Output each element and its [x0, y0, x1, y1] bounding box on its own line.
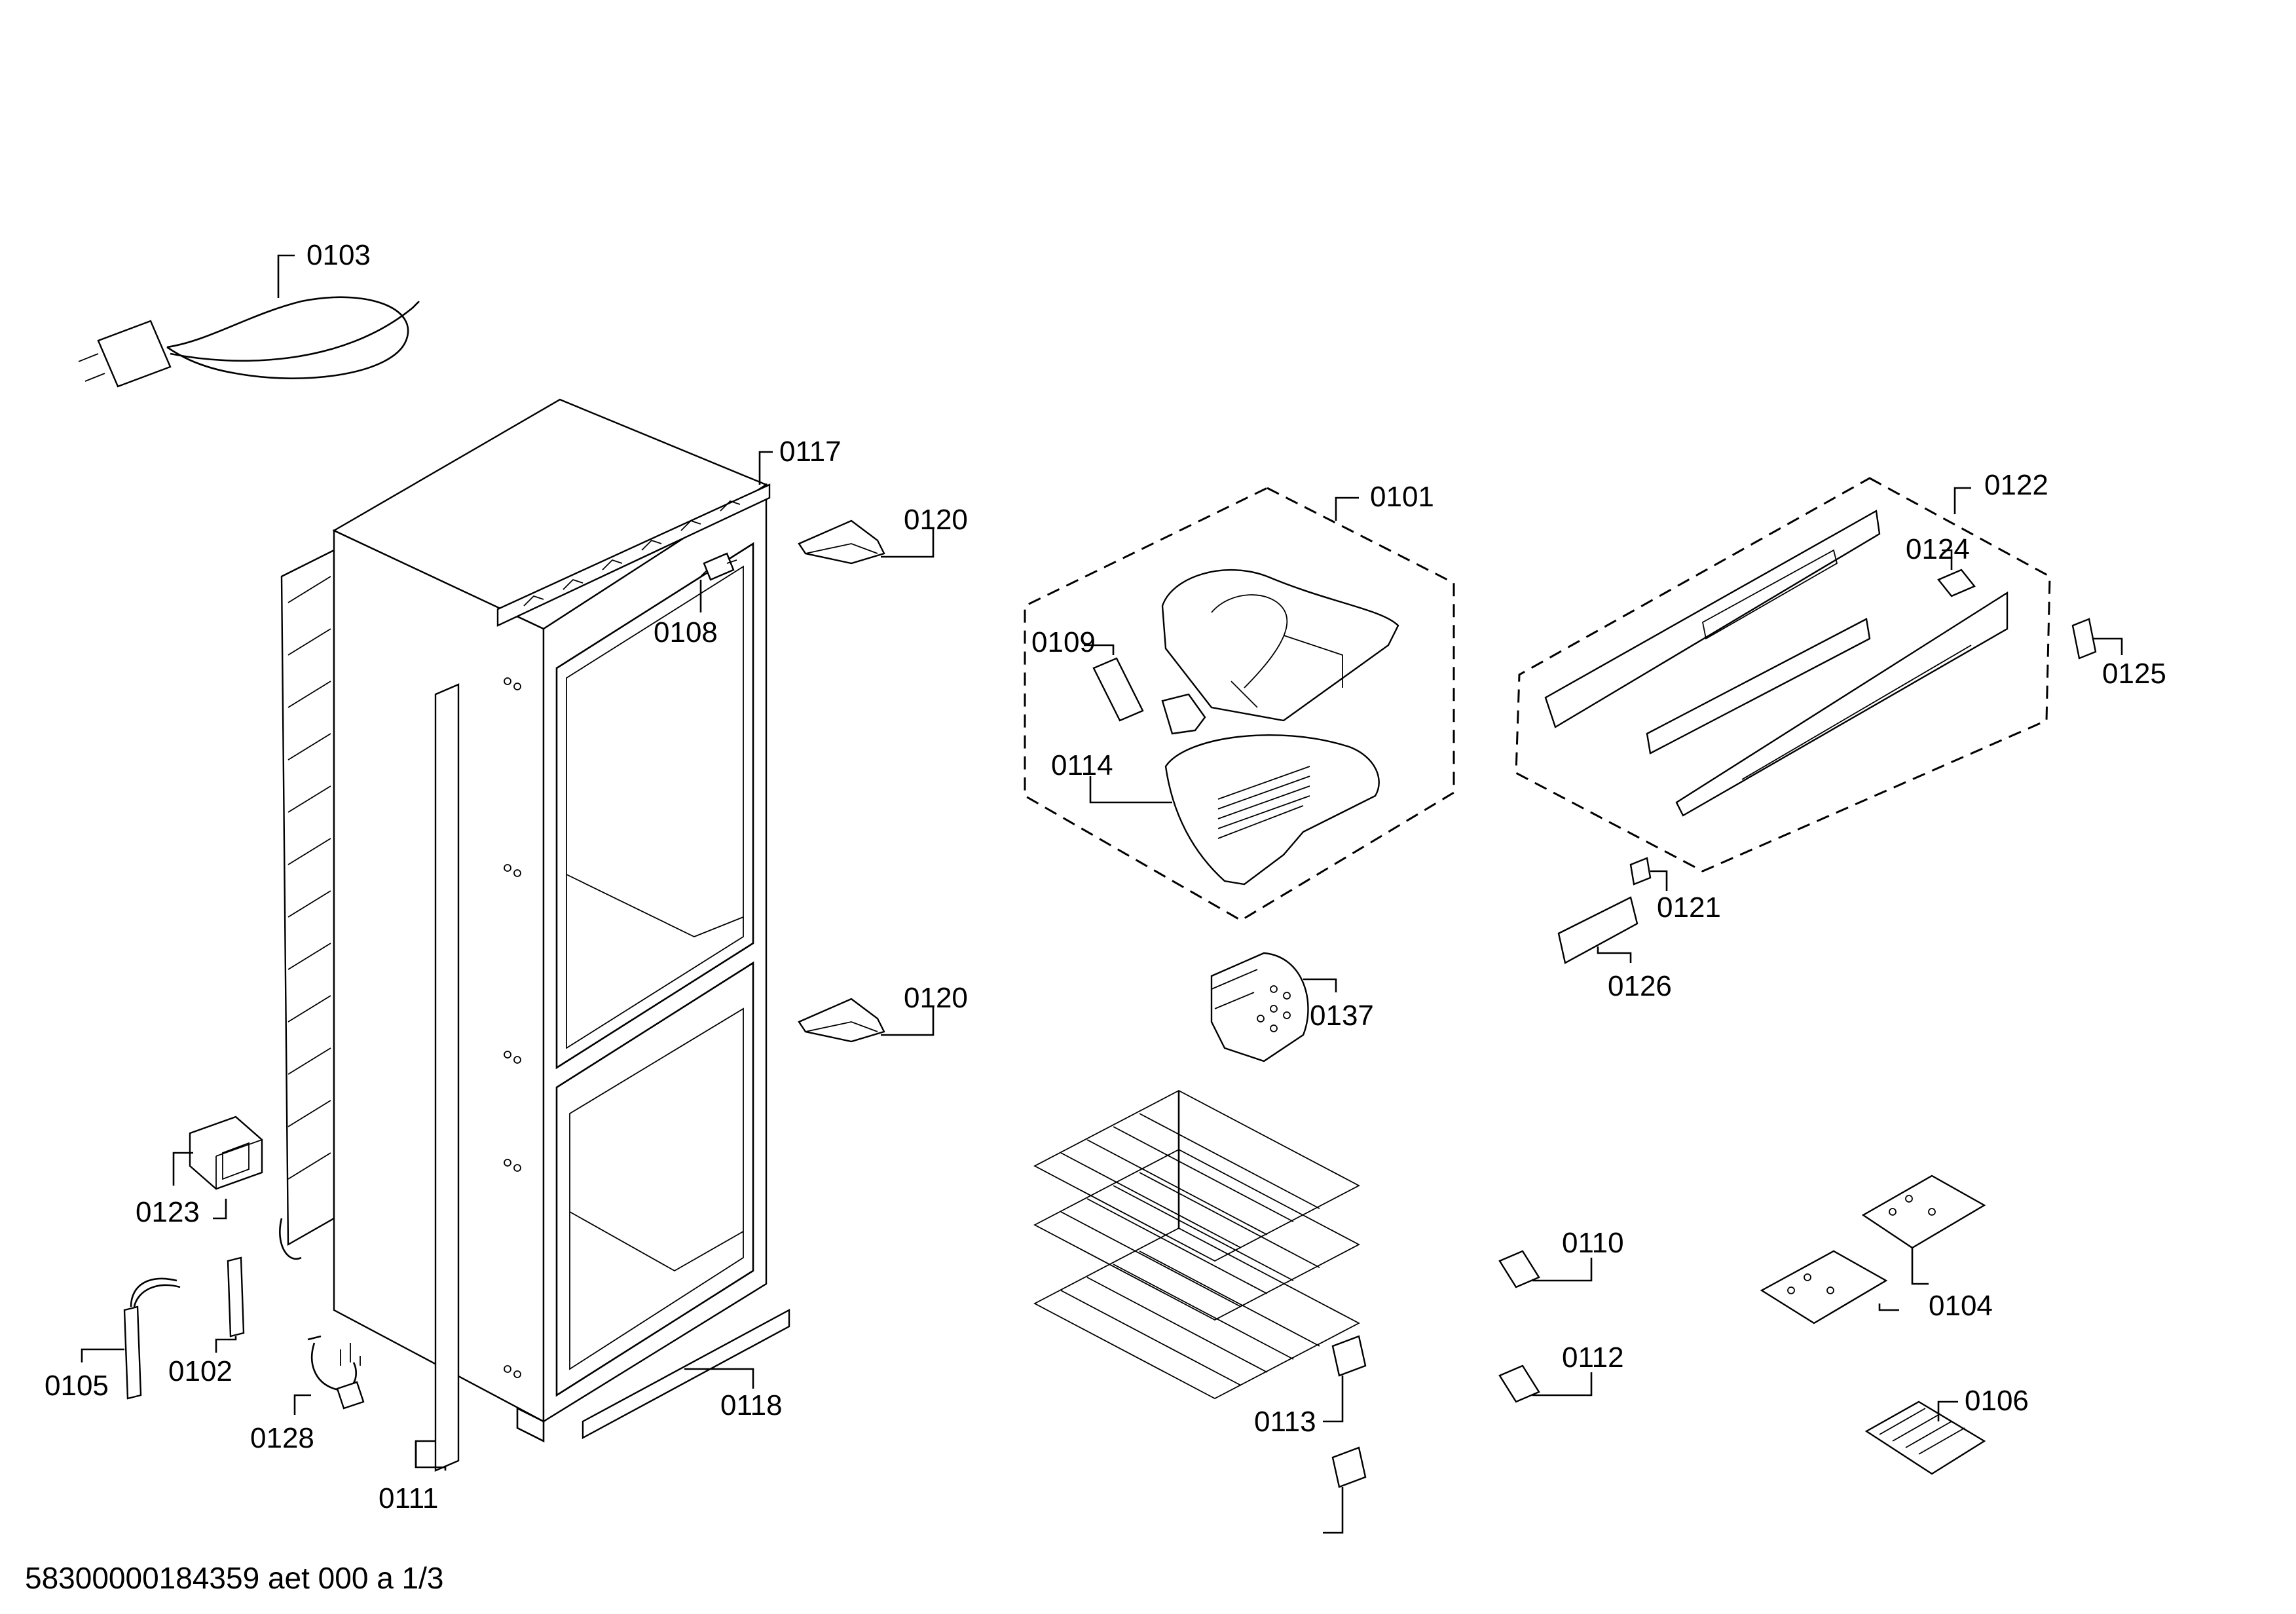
- top-rail-part[interactable]: [496, 483, 771, 627]
- door-hinge-upper-part[interactable]: [798, 519, 885, 565]
- callout-0120-lower: 0120: [904, 982, 968, 1014]
- callout-0124: 0124: [1906, 533, 1970, 565]
- rail-clip-part[interactable]: [2071, 618, 2097, 660]
- callout-0102: 0102: [168, 1355, 232, 1387]
- bottom-strip-part[interactable]: [582, 1308, 790, 1440]
- callout-0114: 0114: [1051, 749, 1113, 781]
- callout-0117: 0117: [779, 436, 842, 468]
- callout-0125: 0125: [2102, 658, 2166, 690]
- callout-0118: 0118: [720, 1389, 783, 1421]
- cover-strip-part[interactable]: [1557, 896, 1639, 964]
- holder-lower-part[interactable]: [1498, 1364, 1540, 1403]
- thermostat-bulb-part[interactable]: [227, 1256, 245, 1338]
- rail-end-cap-part[interactable]: [1937, 569, 1976, 597]
- rail-bracket-lower-part[interactable]: [1675, 591, 2009, 817]
- ice-cube-tray-part[interactable]: [1864, 1400, 1986, 1475]
- callout-0126: 0126: [1608, 970, 1672, 1002]
- temperature-sensor-part[interactable]: [123, 1277, 181, 1400]
- control-module-part[interactable]: [189, 1116, 263, 1190]
- rail-bracket-upper-part[interactable]: [1544, 510, 1881, 728]
- callout-0122: 0122: [1984, 469, 2048, 501]
- callout-0128: 0128: [250, 1422, 314, 1454]
- callout-0104: 0104: [1929, 1290, 1993, 1322]
- fridge-cabinet-part[interactable]: [279, 398, 768, 1443]
- callout-0106: 0106: [1965, 1385, 2029, 1417]
- callout-0121: 0121: [1657, 891, 1721, 924]
- wiring-harness-part[interactable]: [307, 1335, 365, 1410]
- callout-0110: 0110: [1562, 1227, 1624, 1259]
- callout-0123: 0123: [136, 1196, 200, 1228]
- lamp-cover-part[interactable]: [1164, 734, 1380, 886]
- callout-0105: 0105: [45, 1370, 109, 1402]
- light-switch-part[interactable]: [700, 552, 737, 581]
- door-hinge-lower-part[interactable]: [798, 998, 885, 1043]
- shelf-support-upper-part[interactable]: [1331, 1335, 1367, 1377]
- power-cord-part[interactable]: [78, 296, 420, 388]
- callout-0101: 0101: [1370, 481, 1434, 513]
- callout-0109: 0109: [1031, 626, 1096, 658]
- callout-0103: 0103: [306, 239, 371, 271]
- callout-0137: 0137: [1310, 1000, 1374, 1032]
- lamp-housing-upper-part[interactable]: [1161, 569, 1399, 722]
- rail-bracket-middle-part[interactable]: [1646, 618, 1871, 755]
- holder-upper-part[interactable]: [1498, 1250, 1540, 1288]
- rail-group-outline: [1515, 477, 2051, 873]
- diagram-footer-code: 58300000184359 aet 000 a 1/3: [25, 1561, 444, 1595]
- shelf-support-lower-part[interactable]: [1331, 1446, 1367, 1488]
- fan-cover-part[interactable]: [1210, 952, 1309, 1062]
- wire-shelves-part[interactable]: [1033, 1089, 1360, 1400]
- ice-packs-part[interactable]: [1760, 1174, 1986, 1324]
- lamp-socket-part[interactable]: [1092, 657, 1206, 735]
- small-clip-part[interactable]: [1629, 857, 1652, 886]
- seal-strip-part[interactable]: [434, 683, 460, 1472]
- callout-0112: 0112: [1562, 1342, 1624, 1374]
- callout-0111: 0113: [1254, 1406, 1316, 1438]
- callout-0120-upper: 0120: [904, 504, 968, 536]
- callout-0115: 0111: [379, 1482, 438, 1514]
- callout-0108: 0108: [654, 616, 718, 648]
